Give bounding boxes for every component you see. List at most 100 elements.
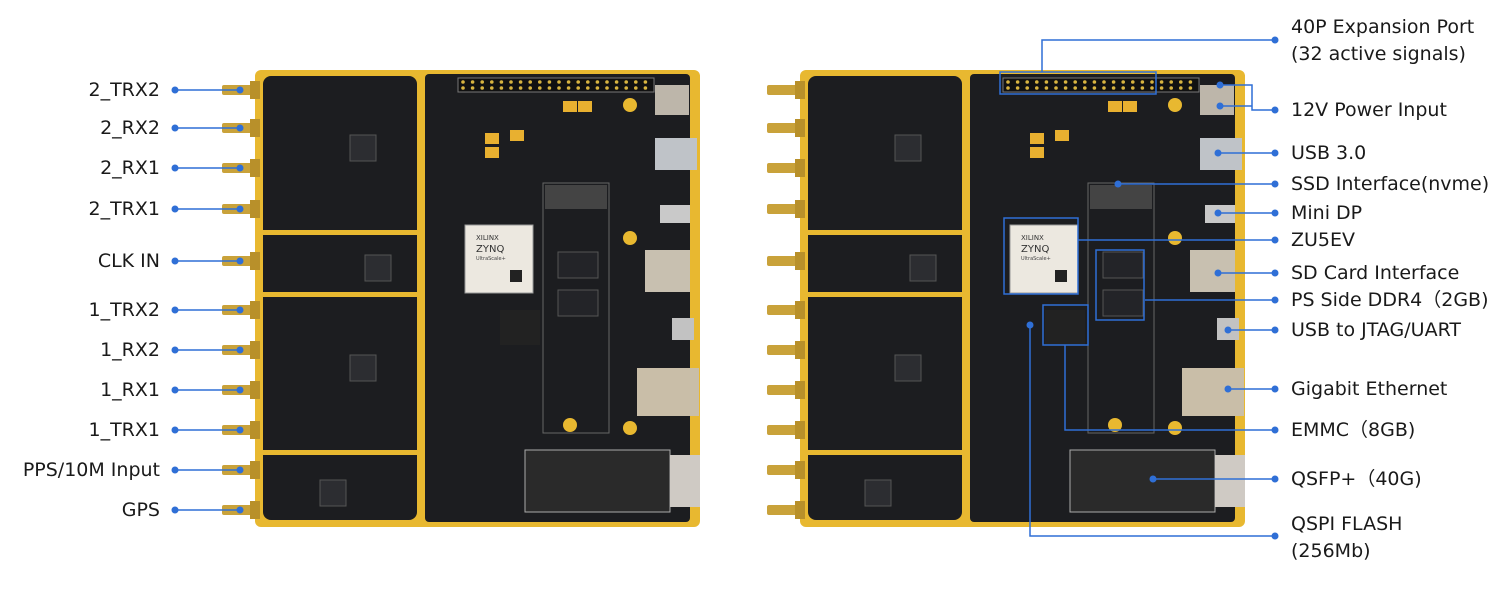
callout-dot <box>1216 81 1224 89</box>
header-pin <box>1102 80 1106 84</box>
ethernet-port <box>637 368 699 416</box>
callout-dot <box>171 164 179 172</box>
header-pin <box>1131 86 1135 90</box>
qsfp-port <box>1215 455 1245 507</box>
header-pin <box>1169 86 1173 90</box>
label-qsfp: QSFP+（40G) <box>1291 468 1422 490</box>
header-pin <box>461 86 465 90</box>
sma-flange <box>795 159 805 177</box>
label-1-trx2: 1_TRX2 <box>88 299 160 321</box>
usb3-port <box>655 138 697 170</box>
callout-dot <box>1149 475 1157 483</box>
capacitor <box>1123 101 1137 112</box>
callout-dot <box>236 426 244 434</box>
rf-chip <box>364 254 392 282</box>
emmc-chip <box>500 310 540 345</box>
header-pin <box>557 86 561 90</box>
header-pin <box>643 80 648 84</box>
callout-line <box>1064 345 1275 431</box>
label-clk-in: CLK IN <box>97 250 160 272</box>
callout-dot <box>1271 149 1279 157</box>
rf-divider <box>808 450 962 455</box>
callout-dot <box>1271 209 1279 217</box>
callout-dot <box>236 386 244 394</box>
label-power: 12V Power Input <box>1291 99 1447 121</box>
header-pin <box>518 80 523 84</box>
sma-connector <box>767 123 803 133</box>
chip-qr-code <box>510 270 522 282</box>
callout-dot <box>1271 269 1279 277</box>
ddr-chip <box>557 251 599 279</box>
callout-line <box>1029 325 1275 537</box>
header-pin <box>1044 86 1049 90</box>
callout-dot <box>1216 102 1224 110</box>
rf-chip <box>894 354 922 382</box>
header-pin <box>1102 86 1106 90</box>
header-pin <box>547 86 552 90</box>
chip-subtitle: UltraScale+ <box>476 256 506 262</box>
callout-dot <box>1271 36 1279 44</box>
sma-connector <box>767 385 803 395</box>
sd-slot <box>1190 250 1235 292</box>
sma-connector <box>767 85 803 95</box>
header-pin <box>624 80 628 84</box>
callout-dot <box>236 306 244 314</box>
header-pin <box>1131 80 1135 84</box>
label-pps-10m: PPS/10M Input <box>22 459 160 481</box>
power-jack <box>655 85 689 115</box>
header-pin <box>1140 80 1145 84</box>
header-pin <box>595 80 600 84</box>
sma-flange <box>795 301 805 319</box>
callout-dot <box>1224 385 1232 393</box>
header-pin <box>480 80 485 84</box>
sma-flange <box>250 501 260 519</box>
callout-dot <box>171 205 179 213</box>
header-pin <box>1073 80 1077 84</box>
callout-dot <box>1214 209 1222 217</box>
chip-family: ZYNQ <box>1021 244 1049 255</box>
sma-flange <box>250 301 260 319</box>
rf-section <box>808 76 962 520</box>
header-pin <box>1169 80 1173 84</box>
label-1-rx1: 1_RX1 <box>100 379 160 401</box>
header-pin <box>576 86 580 90</box>
header-pin <box>1121 80 1125 84</box>
mounting-hole <box>1168 421 1182 435</box>
header-pin <box>509 80 513 84</box>
callout-dot <box>236 346 244 354</box>
sma-flange <box>250 461 260 479</box>
header-pin <box>1188 80 1193 84</box>
sma-flange <box>795 381 805 399</box>
sma-flange <box>795 200 805 218</box>
rf-chip <box>349 134 377 162</box>
highlight-box <box>1003 217 1079 295</box>
header-40p <box>1002 77 1200 93</box>
label-2-trx1: 2_TRX1 <box>88 198 160 220</box>
mounting-hole <box>1168 98 1182 112</box>
callout-line <box>1220 84 1275 111</box>
sma-connector <box>767 163 803 173</box>
callout-dot <box>1271 296 1279 304</box>
ddr-chip <box>557 289 599 317</box>
header-pin <box>528 80 532 84</box>
sma-connector <box>767 305 803 315</box>
sma-connector <box>767 345 803 355</box>
label-2-trx2: 2_TRX2 <box>88 79 160 101</box>
sma-flange <box>250 381 260 399</box>
capacitor <box>578 101 592 112</box>
usbc-port <box>672 318 694 340</box>
label-usb3: USB 3.0 <box>1291 142 1367 164</box>
capacitor <box>1055 130 1069 141</box>
callout-dot <box>171 86 179 94</box>
rf-divider <box>263 450 417 455</box>
label-minidp: Mini DP <box>1291 202 1363 224</box>
capacitor <box>510 130 524 141</box>
label-1-rx2: 1_RX2 <box>100 339 160 361</box>
rf-chip <box>894 134 922 162</box>
capacitor <box>485 147 499 158</box>
header-pin <box>490 80 494 84</box>
rf-chip <box>319 479 347 507</box>
callout-dot <box>1271 326 1279 334</box>
header-pin <box>1159 80 1164 84</box>
